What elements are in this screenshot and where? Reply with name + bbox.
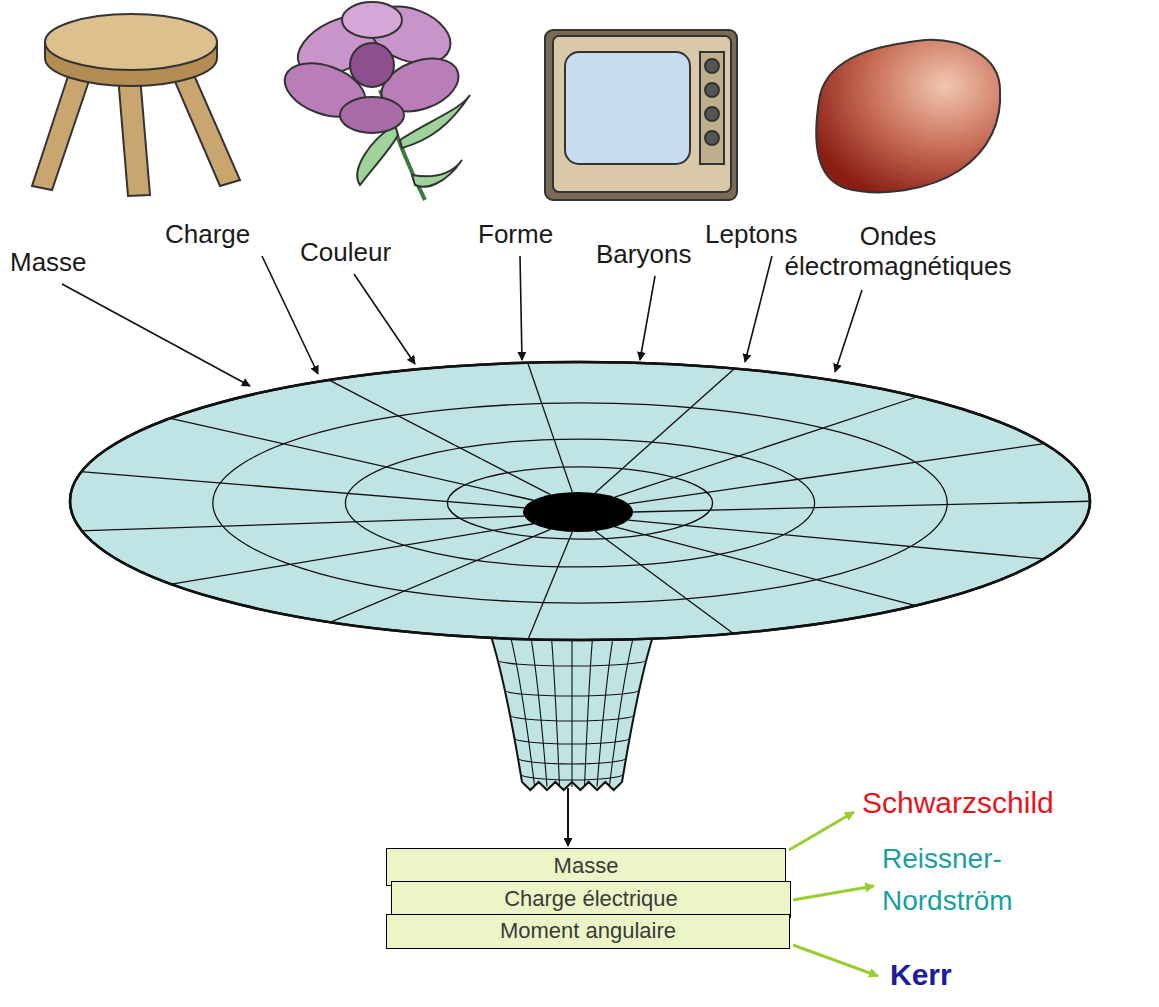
leader-arrows xyxy=(62,256,862,386)
property-label: Masse xyxy=(10,248,87,278)
black-hole xyxy=(523,492,633,532)
solution-name: Schwarzschild xyxy=(862,786,1054,821)
spacetime-disc xyxy=(70,362,1090,640)
solution-arrows xyxy=(789,812,878,976)
property-label: Charge xyxy=(165,220,250,250)
box-text: Moment angulaire xyxy=(387,918,789,944)
property-label: Baryons xyxy=(596,240,691,270)
funnel-arrow xyxy=(567,788,569,846)
television-picture xyxy=(545,30,737,200)
rock-picture xyxy=(816,40,1000,192)
box-text: Charge électrique xyxy=(392,886,790,912)
box-text: Masse xyxy=(387,853,785,879)
property-box: Moment angulaire xyxy=(386,914,790,949)
solution-name: Reissner-Nordström xyxy=(882,838,1032,922)
solution-name: Kerr xyxy=(890,958,952,993)
flower-picture xyxy=(277,0,470,200)
stool-picture xyxy=(32,14,240,196)
disc-rim xyxy=(70,362,1090,640)
property-label: Ondes électromagnétiques xyxy=(767,222,1029,282)
property-label: Forme xyxy=(478,220,553,250)
property-label: Leptons xyxy=(705,220,798,250)
property-box: Charge électrique xyxy=(391,881,791,918)
property-label: Couleur xyxy=(300,238,391,268)
